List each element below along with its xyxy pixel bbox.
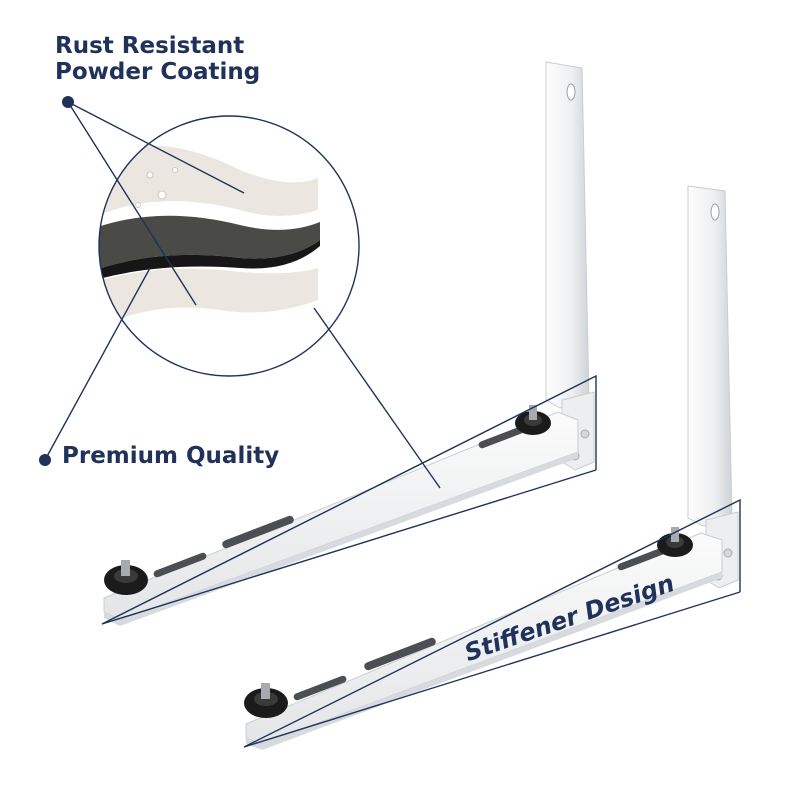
stiffener-highlight	[101, 374, 741, 748]
bracket-back	[103, 61, 595, 626]
label-premium-quality: Premium Quality	[62, 443, 280, 469]
label-rust-line1: Rust Resistant	[55, 33, 245, 59]
label-rust-line2: Powder Coating	[55, 58, 261, 85]
foot-pad-icon	[104, 560, 148, 595]
foot-pad-icon	[515, 405, 551, 435]
foot-pad-icon	[657, 527, 693, 557]
callout-dot-rust	[62, 96, 74, 108]
bracket-front	[244, 185, 739, 750]
foot-pad-icon	[244, 683, 288, 718]
label-rust-resistant: Rust Resistant Powder Coating	[55, 33, 261, 86]
callout-lines	[44, 101, 441, 489]
coating-zoom-circle	[98, 115, 360, 377]
callout-dot-premium	[39, 454, 51, 466]
